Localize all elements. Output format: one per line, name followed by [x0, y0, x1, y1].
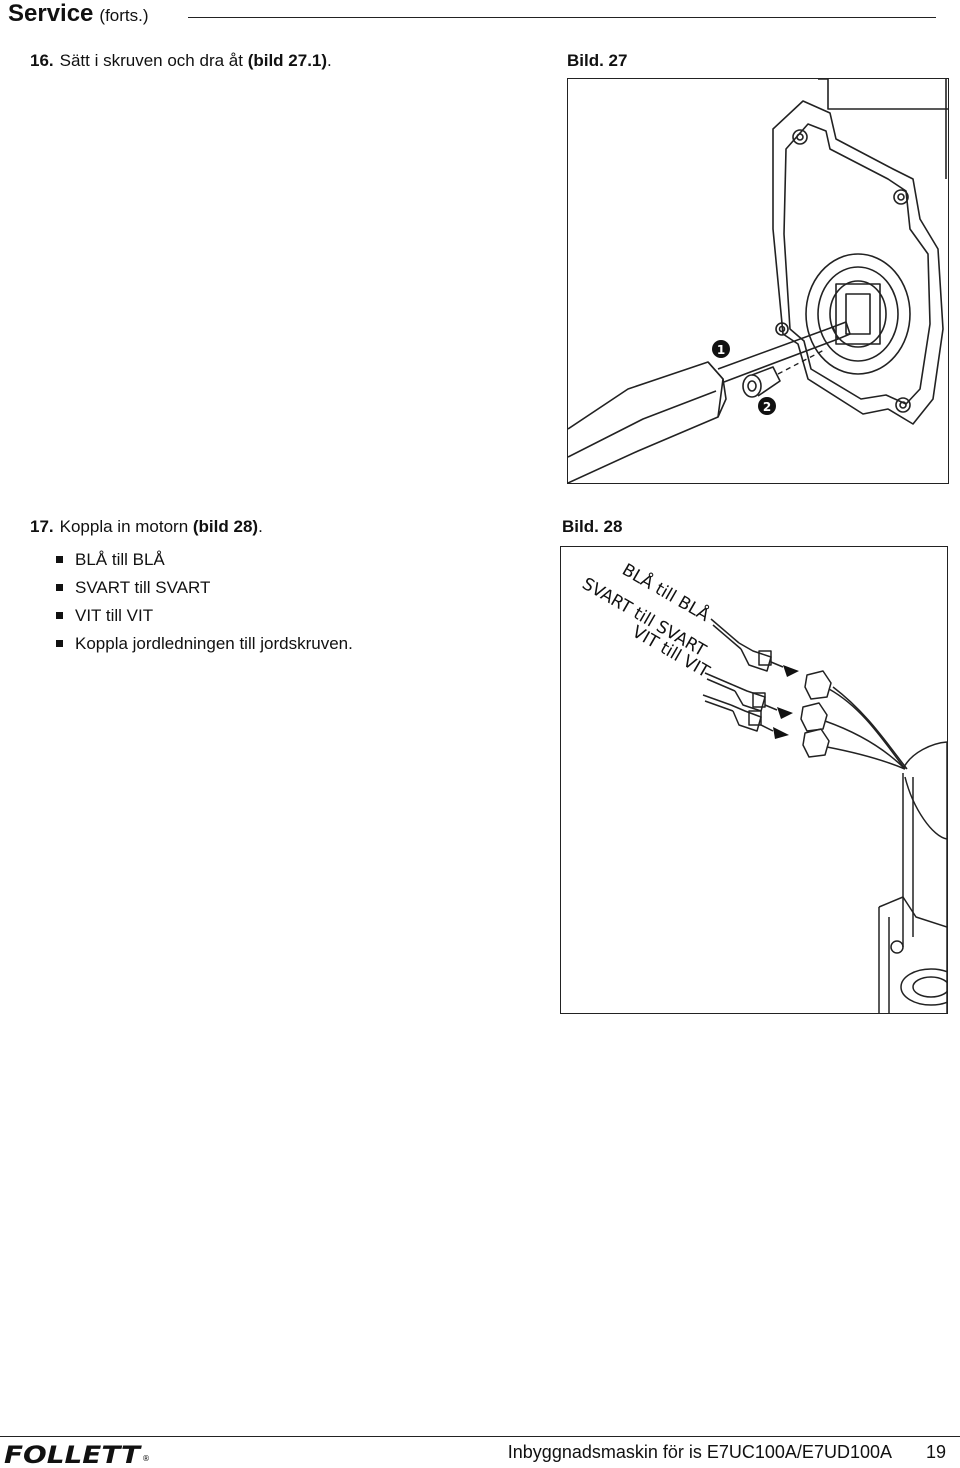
footer-rule: [0, 1436, 960, 1437]
callout-2-marker: [758, 397, 776, 415]
step-17: 17. Koppla in motorn (bild 28).: [30, 516, 263, 538]
list-item: BLÅ till BLÅ: [56, 546, 353, 574]
screwdriver-illustration: 1 2: [567, 78, 948, 484]
figure-27: 1 2: [567, 78, 949, 484]
list-item: SVART till SVART: [56, 574, 353, 602]
step-number: 17.: [30, 517, 54, 536]
motor-wiring-illustration: BLÅ till BLÅ SVART till SVART VIT till V…: [579, 558, 960, 1013]
header-rule: [188, 17, 936, 18]
step-number: 16.: [30, 51, 54, 70]
wiring-instructions-list: BLÅ till BLÅ SVART till SVART VIT till V…: [56, 546, 353, 658]
figure-reference: (bild 28): [192, 517, 259, 536]
step-text: Sätt i skruven och dra åt: [59, 51, 248, 70]
page-header: Service (forts.): [8, 0, 149, 30]
figure-27-label: Bild. 27: [567, 51, 628, 70]
figure-28: BLÅ till BLÅ SVART till SVART VIT till V…: [560, 546, 960, 1014]
page-number: 19: [925, 1442, 946, 1462]
step-end: .: [258, 517, 263, 536]
callout-1: 1: [717, 343, 725, 357]
figure-reference: (bild 27.1): [247, 51, 328, 70]
follett-logo: FOLLETT ®: [4, 1441, 150, 1467]
document-title: Inbyggnadsmaskin för is E7UC100A/E7UD100…: [507, 1442, 892, 1462]
figure-28-label: Bild. 28: [562, 517, 623, 536]
callout-1-marker: [712, 340, 730, 358]
step-end: .: [327, 51, 332, 70]
section-title: Service: [8, 0, 94, 27]
logo-registered-mark: ®: [142, 1454, 150, 1463]
step-16: 16. Sätt i skruven och dra åt (bild 27.1)…: [30, 50, 332, 72]
step-text: Koppla in motorn: [59, 517, 193, 536]
section-subtitle: (forts.): [99, 6, 149, 25]
list-item: VIT till VIT: [56, 602, 353, 630]
logo-text: FOLLETT: [4, 1441, 142, 1467]
callout-2: 2: [763, 400, 771, 414]
list-item: Koppla jordledningen till jordskruven.: [56, 630, 353, 658]
